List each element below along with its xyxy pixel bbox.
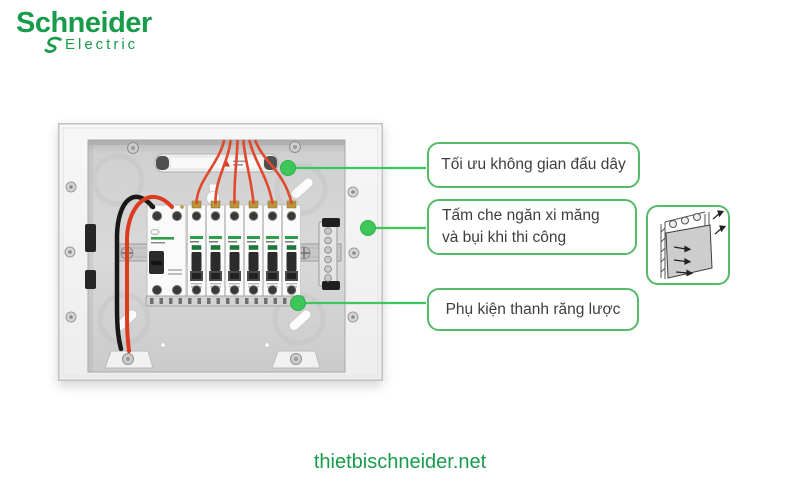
terminal-block bbox=[318, 218, 340, 290]
electric-wordmark: Electric bbox=[65, 36, 139, 54]
se-monogram-icon bbox=[44, 37, 62, 54]
cover-plate-illustration bbox=[646, 205, 730, 285]
callout-dust-cover: Tấm che ngăn xi măng và bụi khi thi công bbox=[427, 199, 637, 255]
mcb-module bbox=[206, 200, 225, 297]
callout-wiring-space: Tối ưu không gian đấu dây bbox=[427, 142, 640, 188]
mcb-breakers bbox=[187, 200, 301, 297]
mcb-module bbox=[225, 200, 244, 297]
schneider-wordmark: Schneider bbox=[16, 7, 152, 39]
website-watermark: thietbischneider.net bbox=[313, 451, 487, 473]
panel-screws bbox=[122, 141, 302, 365]
mcb-module bbox=[244, 200, 263, 297]
callout-comb-busbar: Phụ kiện thanh răng lược bbox=[427, 288, 639, 331]
rccb-breaker bbox=[146, 204, 187, 301]
mcb-module bbox=[263, 200, 282, 297]
wiring bbox=[114, 139, 293, 353]
flange-screws bbox=[64, 181, 360, 323]
cover-plate-drawing-icon bbox=[660, 210, 727, 279]
mcb-module bbox=[187, 200, 206, 297]
schneider-logo: Schneider Electric bbox=[16, 8, 152, 54]
mcb-module bbox=[282, 200, 301, 297]
comb-busbar bbox=[145, 295, 305, 307]
distribution-box-photo bbox=[58, 123, 383, 381]
